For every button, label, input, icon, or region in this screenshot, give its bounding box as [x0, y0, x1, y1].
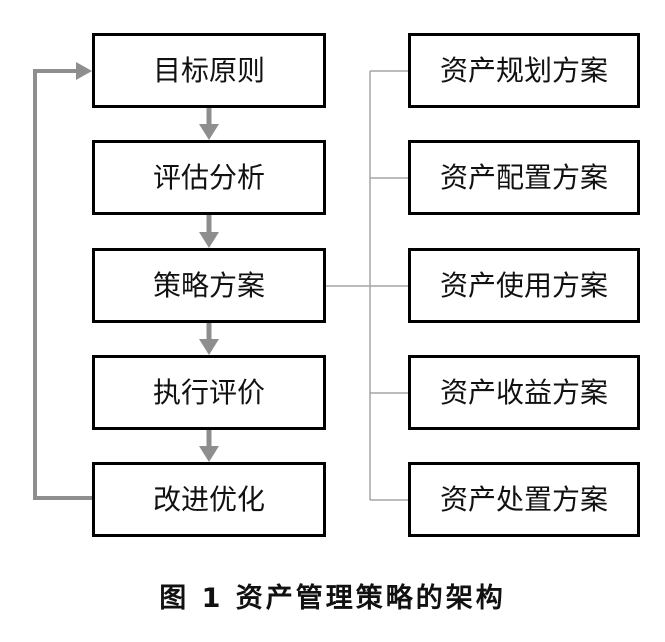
step-label: 改进优化 — [152, 482, 265, 516]
plan-label: 资产处置方案 — [439, 482, 608, 516]
plan-label: 资产配置方案 — [439, 160, 608, 194]
plan-box-asset-disposal: 资产处置方案 — [408, 462, 640, 537]
step-label: 执行评价 — [152, 375, 265, 409]
step-box-assessment-analysis: 评估分析 — [92, 140, 326, 215]
plan-label: 资产使用方案 — [439, 268, 608, 302]
step-box-strategy-plan: 策略方案 — [92, 248, 326, 323]
plan-box-asset-revenue: 资产收益方案 — [408, 355, 640, 430]
step-box-execution-evaluation: 执行评价 — [92, 355, 326, 430]
feedback-loop-arrow — [33, 62, 92, 500]
plan-box-asset-use: 资产使用方案 — [408, 248, 640, 323]
flow-arrow-4-to-5 — [199, 430, 219, 462]
step-box-improvement-optimization: 改进优化 — [92, 462, 326, 537]
step-label: 目标原则 — [152, 53, 265, 87]
plan-box-asset-allocation: 资产配置方案 — [408, 140, 640, 215]
figure-caption: 图 1 资产管理策略的架构 — [159, 583, 506, 614]
flow-arrow-2-to-3 — [199, 215, 219, 248]
flow-arrow-1-to-2 — [199, 108, 219, 140]
step-label: 策略方案 — [152, 268, 265, 302]
plan-label: 资产规划方案 — [439, 53, 608, 87]
plan-box-asset-planning: 资产规划方案 — [408, 33, 640, 108]
step-box-goals-principles: 目标原则 — [92, 33, 326, 108]
plan-label: 资产收益方案 — [439, 375, 608, 409]
flow-arrow-3-to-4 — [199, 323, 219, 355]
step-label: 评估分析 — [152, 160, 265, 194]
